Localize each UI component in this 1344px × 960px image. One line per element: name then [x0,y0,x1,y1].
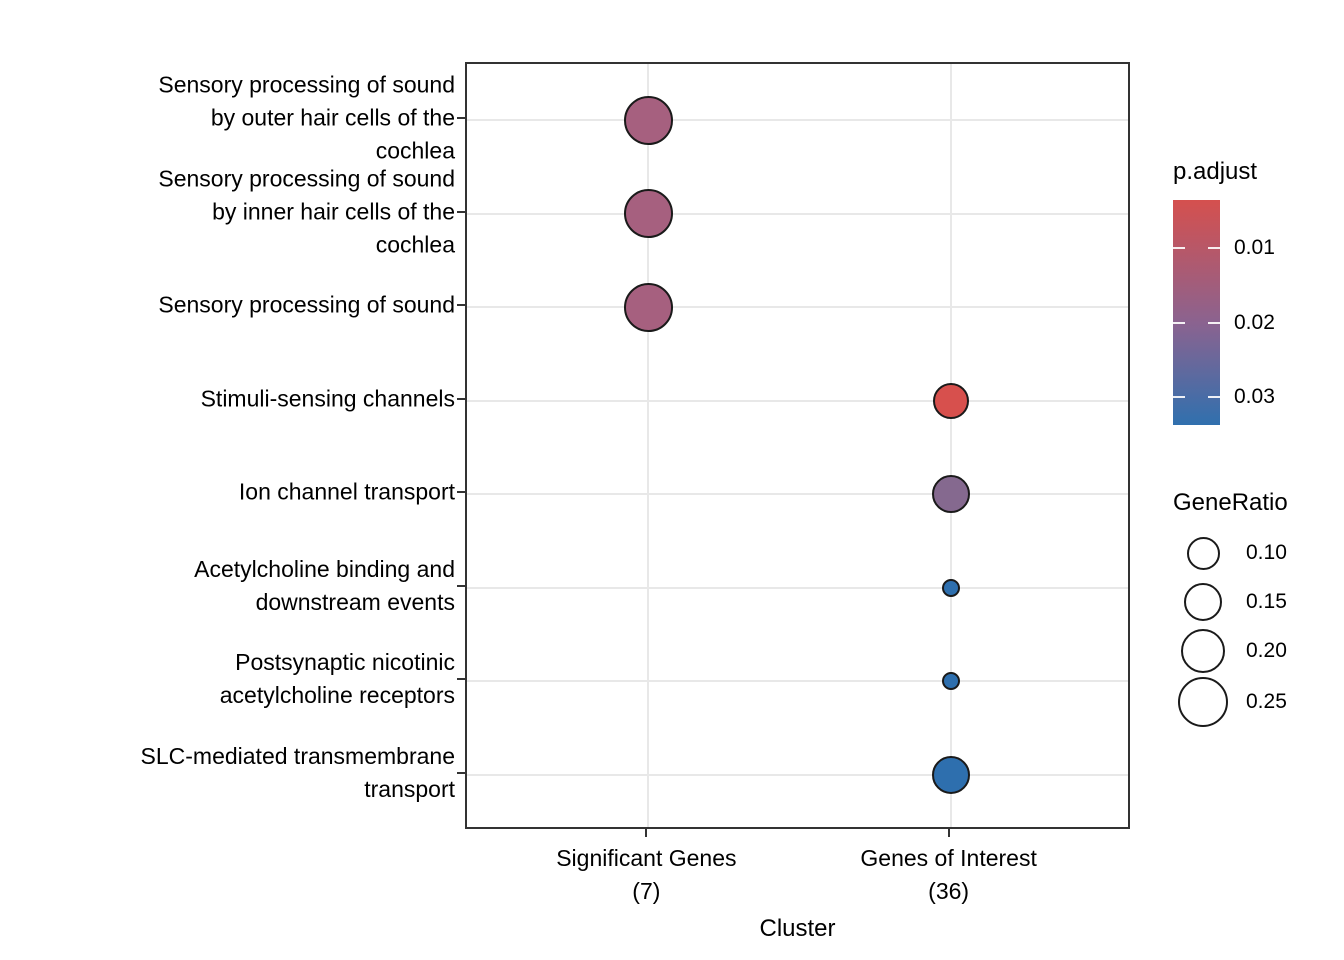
colorbar-tick-mark [1173,396,1185,399]
gridline-horizontal [467,399,1128,402]
gridline-horizontal [467,212,1128,215]
data-point-sensory-processing-of-sound [623,282,673,332]
padjust-tick-label: 0.01 [1234,235,1275,259]
y-axis-label-line: transport [364,775,455,802]
gridline-horizontal [467,773,1128,776]
y-axis-label-postsynaptic-nicotinic: Postsynaptic nicotinic acetylcholine rece… [5,646,455,712]
y-axis-label-line: Postsynaptic nicotinic [235,649,455,676]
y-axis-label-line: Acetylcholine binding and [194,555,455,582]
y-axis-label-line: Sensory processing of sound [158,165,455,192]
generatio-legend-circle [1181,629,1225,673]
x-axis-label-line: (7) [632,878,661,904]
data-point-stimuli-sensing-channels [932,382,969,419]
padjust-colorbar [1173,200,1220,425]
colorbar-tick-mark [1208,322,1220,325]
y-axis-label-line: cochlea [375,137,455,164]
y-axis-label-slc-mediated-transport: SLC-mediated transmembrane transport [5,740,455,806]
y-axis-tick [457,210,465,213]
y-axis-tick [457,117,465,120]
y-axis-label-acetylcholine-binding: Acetylcholine binding and downstream even… [5,553,455,619]
plot-panel [465,62,1130,829]
y-axis-label-stimuli-sensing-channels: Stimuli-sensing channels [5,382,455,415]
y-axis-label-sensory-processing-of-sound: Sensory processing of sound [5,289,455,322]
y-axis-tick [457,491,465,494]
colorbar-tick-mark [1173,246,1185,249]
gridline-horizontal [467,306,1128,309]
y-axis-tick [457,584,465,587]
padjust-tick-label: 0.02 [1234,311,1275,335]
generatio-legend-circle [1184,583,1222,621]
data-point-sound-outer-hair-cells [623,95,673,145]
y-axis-label-line: acetylcholine receptors [219,682,455,709]
gridline-horizontal [467,119,1128,122]
x-axis-tick [645,829,648,837]
y-axis-label-line: SLC-mediated transmembrane [140,742,455,769]
x-axis-label-line: (36) [928,878,970,904]
x-axis-label-line: Significant Genes [556,845,737,871]
legend-padjust-title: p.adjust [1173,158,1258,185]
y-axis-label-line: Sensory processing of sound [158,71,455,98]
data-point-postsynaptic-nicotinic [941,672,960,691]
colorbar-tick-mark [1208,246,1220,249]
legend-generatio-title: GeneRatio [1173,489,1288,516]
data-point-slc-mediated-transport [931,755,970,794]
colorbar-tick-mark [1208,396,1220,399]
colorbar-tick-mark [1173,322,1185,325]
y-axis-tick [457,771,465,774]
gridline-vertical [949,64,952,827]
gridline-vertical [647,64,650,827]
gridline-horizontal [467,493,1128,496]
data-point-sound-inner-hair-cells [623,189,673,239]
y-axis-tick [457,678,465,681]
gridline-horizontal [467,586,1128,589]
y-axis-label-line: Ion channel transport [238,478,455,505]
y-axis-label-line: by outer hair cells of the [210,104,455,131]
generatio-legend-circle [1186,536,1220,570]
generatio-legend-label: 0.10 [1246,541,1287,564]
y-axis-label-line: downstream events [255,588,455,615]
gridline-horizontal [467,680,1128,683]
y-axis-label-sound-outer-hair-cells: Sensory processing of sound by outer hair… [5,69,455,168]
y-axis-label-line: Sensory processing of sound [158,291,455,318]
y-axis-label-ion-channel-transport: Ion channel transport [5,476,455,509]
x-axis-tick [947,829,950,837]
y-axis-label-line: cochlea [375,231,455,258]
data-point-ion-channel-transport [931,475,970,514]
y-axis-label-line: Stimuli-sensing channels [200,385,455,412]
y-axis-label-sound-inner-hair-cells: Sensory processing of sound by inner hair… [5,162,455,261]
generatio-legend-label: 0.25 [1246,690,1287,713]
data-point-acetylcholine-binding [941,578,960,597]
generatio-legend-label: 0.20 [1246,639,1287,662]
generatio-legend-label: 0.15 [1246,590,1287,613]
generatio-legend-circle [1178,677,1228,727]
x-axis-label-genes-of-interest: Genes of Interest (36) [860,842,1036,908]
y-axis-tick [457,397,465,400]
y-axis-label-line: by inner hair cells of the [212,198,455,225]
y-axis-tick [457,304,465,307]
x-axis-title: Cluster [759,915,836,942]
x-axis-label-significant-genes: Significant Genes (7) [556,842,736,908]
padjust-tick-label: 0.03 [1234,385,1275,409]
x-axis-label-line: Genes of Interest [860,845,1037,871]
